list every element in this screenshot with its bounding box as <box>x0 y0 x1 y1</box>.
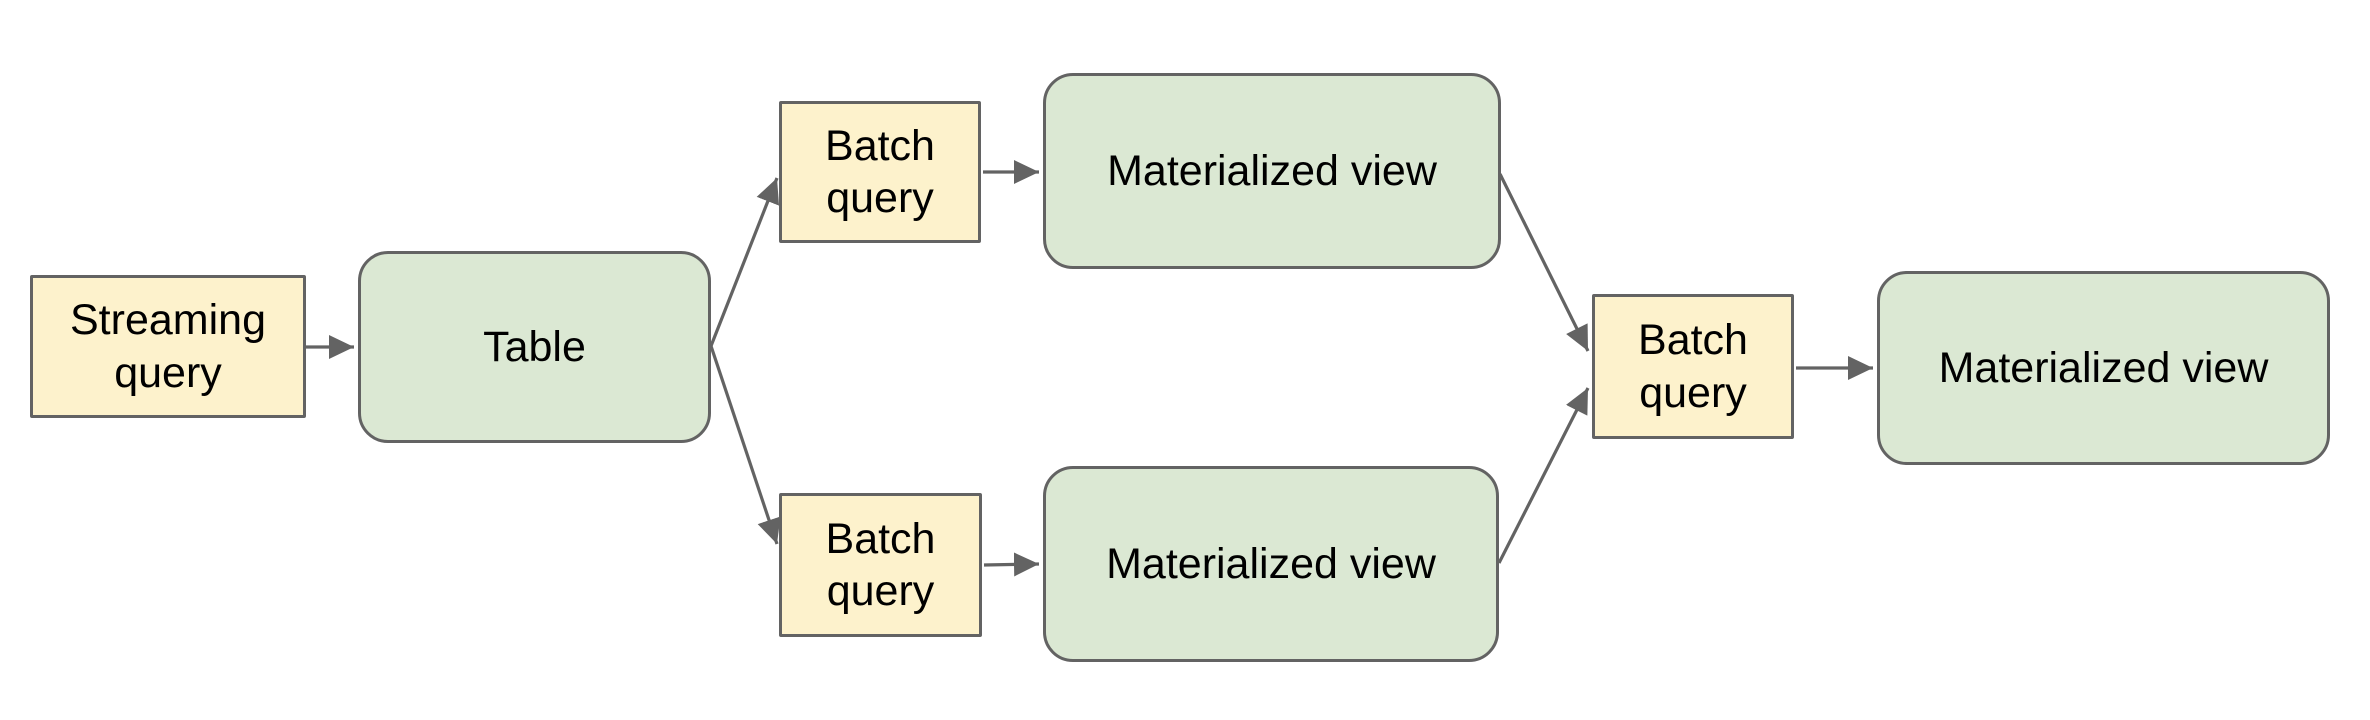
node-table: Table <box>358 251 711 443</box>
node-materialized-view-top: Materialized view <box>1043 73 1501 269</box>
arrow-table-to-batch-query-top <box>709 177 780 347</box>
node-batch-query-top: Batch query <box>779 101 981 243</box>
arrow-materialized-view-top-to-batch-query-right <box>1498 173 1590 352</box>
node-streaming-query: Streaming query <box>30 275 306 418</box>
node-batch-query-bottom: Batch query <box>779 493 982 637</box>
node-batch-query-right-label: Batch query <box>1638 316 1748 417</box>
node-materialized-view-bottom-label: Materialized view <box>1106 539 1436 588</box>
node-materialized-view-top-label: Materialized view <box>1107 146 1437 195</box>
node-batch-query-top-label: Batch query <box>825 121 935 222</box>
arrow-batch-query-bottom-to-materialized-view-bottom <box>983 552 1040 577</box>
node-materialized-view-bottom: Materialized view <box>1043 466 1499 662</box>
arrow-materialized-view-bottom-to-batch-query-right <box>1497 387 1590 564</box>
node-batch-query-right: Batch query <box>1592 294 1794 439</box>
node-streaming-query-label: Streaming query <box>70 296 266 397</box>
arrow-table-to-batch-query-bottom <box>709 345 781 545</box>
node-materialized-view-right: Materialized view <box>1877 271 2330 465</box>
node-batch-query-bottom-label: Batch query <box>825 514 936 615</box>
node-table-label: Table <box>483 322 586 371</box>
node-materialized-view-right-label: Materialized view <box>1938 343 2269 392</box>
